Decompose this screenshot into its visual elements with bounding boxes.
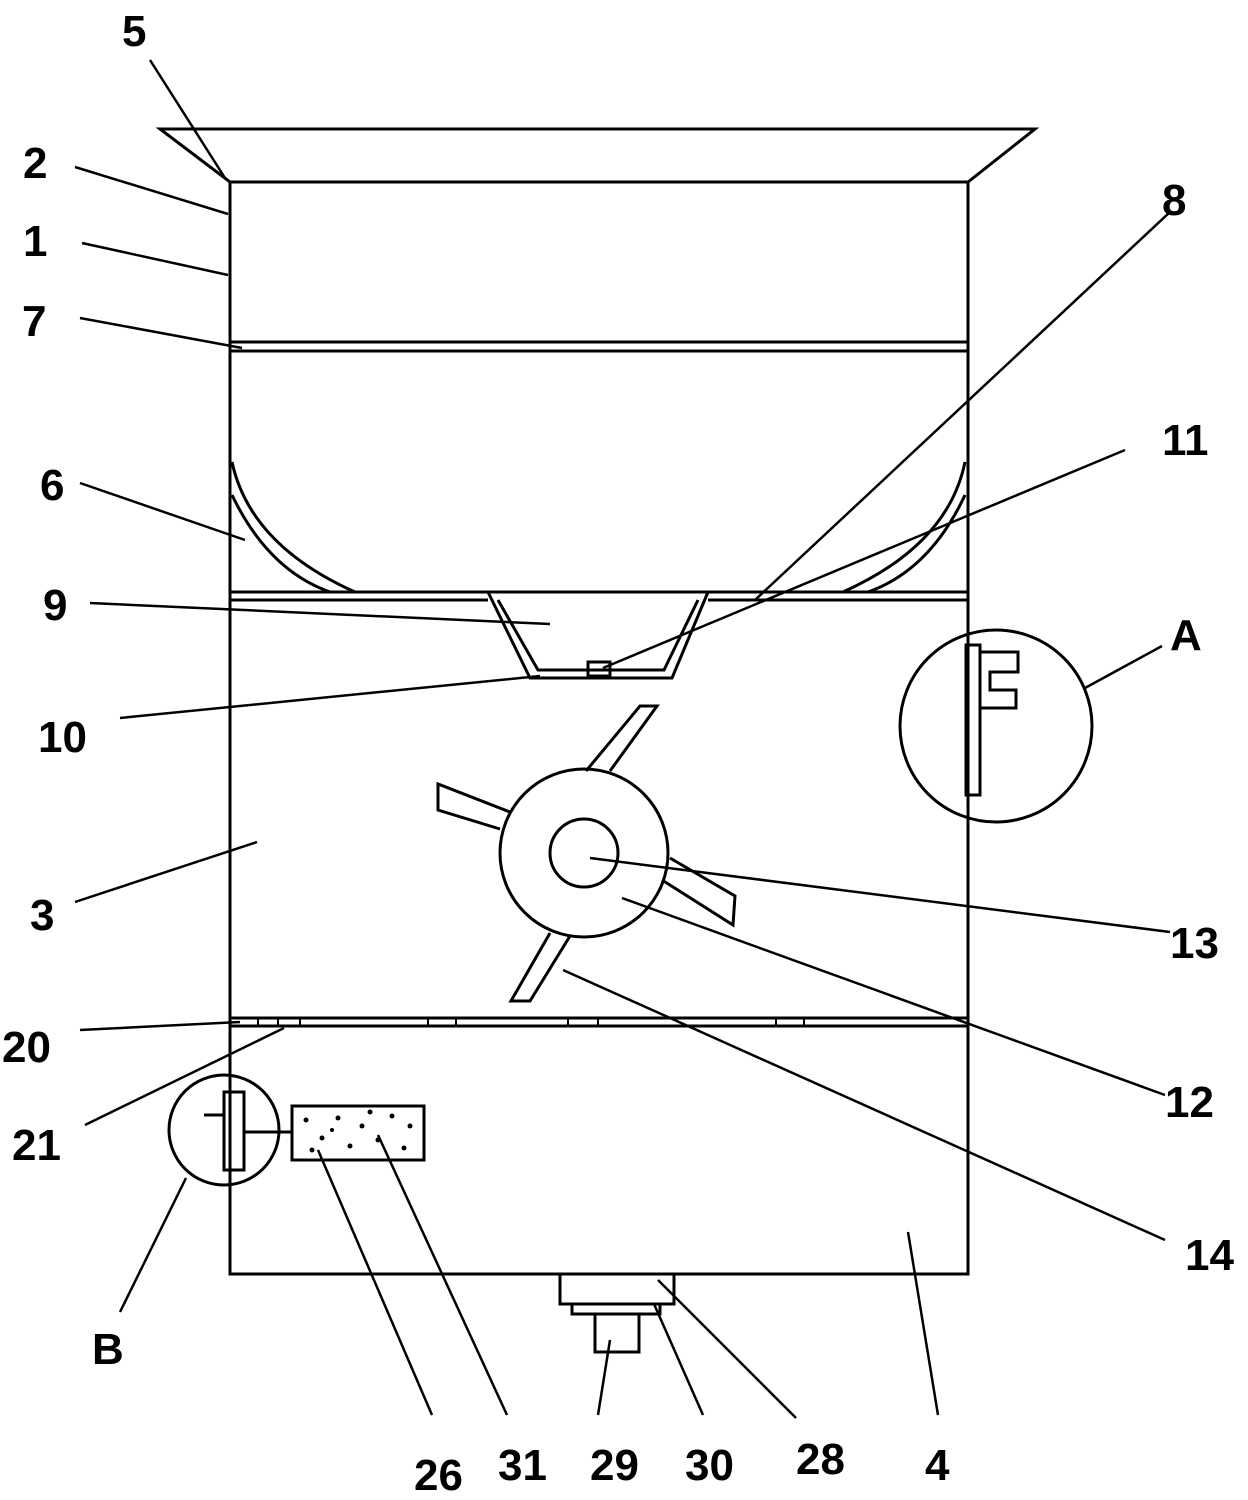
leader-14 xyxy=(562,968,1166,1242)
leader-31 xyxy=(376,1134,509,1416)
leader-29 xyxy=(596,1339,612,1416)
leader-3 xyxy=(74,840,258,904)
feed-hopper xyxy=(155,127,1040,184)
label-6: 6 xyxy=(40,461,64,510)
label-b: B xyxy=(92,1325,124,1374)
leader-b xyxy=(118,1177,188,1313)
brush-31 xyxy=(290,1104,426,1162)
label-11: 11 xyxy=(1162,416,1209,465)
label-12: 12 xyxy=(1165,1078,1214,1127)
outlet-29 xyxy=(593,1312,641,1354)
detail-circle-a xyxy=(898,628,1094,824)
leader-10 xyxy=(119,674,541,720)
latch-a-plate xyxy=(964,643,982,797)
mount-b-plate xyxy=(222,1090,246,1172)
leader-a xyxy=(1084,644,1163,690)
leader-21 xyxy=(84,1026,285,1127)
leader-26 xyxy=(316,1149,434,1416)
leader-30 xyxy=(652,1303,705,1416)
blade-top xyxy=(584,704,660,772)
brush-bristles xyxy=(303,1109,413,1153)
bowl-6 xyxy=(230,461,356,594)
label-31: 31 xyxy=(498,1441,547,1490)
leader-11 xyxy=(602,448,1126,670)
blade-bottom xyxy=(508,932,572,1003)
bowl-6-right xyxy=(842,461,967,594)
main-housing xyxy=(228,180,970,1276)
screen-slots xyxy=(257,1018,805,1026)
label-9: 9 xyxy=(43,581,67,630)
leader-8 xyxy=(754,211,1171,601)
label-28: 28 xyxy=(796,1435,845,1484)
blade-right xyxy=(661,856,737,928)
leader-4 xyxy=(906,1231,940,1416)
label-1: 1 xyxy=(23,217,47,266)
leader-2 xyxy=(74,165,229,216)
label-26: 26 xyxy=(414,1451,463,1495)
label-5: 5 xyxy=(122,7,146,56)
label-21: 21 xyxy=(12,1121,61,1170)
label-30: 30 xyxy=(685,1441,734,1490)
leader-5 xyxy=(148,59,227,179)
label-10: 10 xyxy=(38,713,87,762)
rotor-12 xyxy=(498,767,670,939)
label-3: 3 xyxy=(30,891,54,940)
leader-9 xyxy=(89,601,551,626)
funnel-9 xyxy=(486,591,710,680)
leader-20 xyxy=(79,1020,241,1032)
outlet-28 xyxy=(558,1272,676,1306)
label-20: 20 xyxy=(2,1023,51,1072)
label-8: 8 xyxy=(1162,176,1186,225)
leader-13 xyxy=(589,856,1171,934)
label-7: 7 xyxy=(22,297,46,346)
leader-7 xyxy=(79,316,243,350)
label-2: 2 xyxy=(23,139,47,188)
leader-12 xyxy=(621,896,1166,1097)
label-13: 13 xyxy=(1170,919,1219,968)
valve-11 xyxy=(586,660,612,678)
detail-circle-b xyxy=(167,1073,281,1187)
bowl-6-inner xyxy=(230,494,331,594)
funnel-9-inner xyxy=(496,599,700,672)
bowl-6-right-inner xyxy=(867,494,967,594)
blade-left xyxy=(436,781,511,831)
label-14: 14 xyxy=(1185,1231,1234,1280)
label-4: 4 xyxy=(925,1441,950,1490)
leader-28 xyxy=(657,1279,797,1419)
leader-6 xyxy=(79,481,246,542)
label-29: 29 xyxy=(590,1441,639,1490)
leader-1 xyxy=(81,241,229,277)
shaft-13 xyxy=(548,817,620,889)
label-a: A xyxy=(1170,611,1202,660)
latch-a-hook xyxy=(980,650,1020,710)
